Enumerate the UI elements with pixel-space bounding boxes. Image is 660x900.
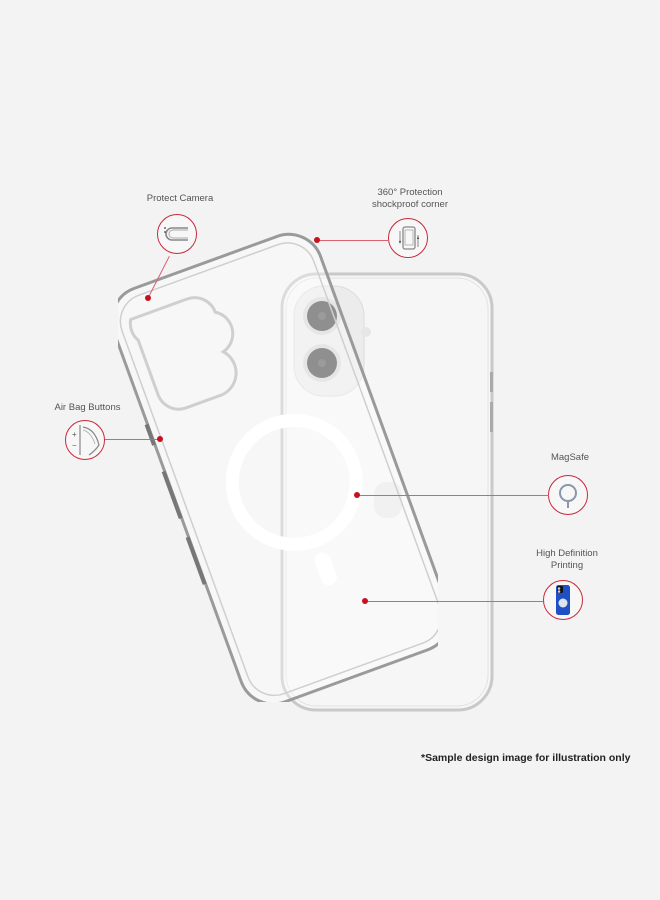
hd-printing-marker[interactable]	[362, 598, 368, 604]
clear-case	[118, 232, 438, 702]
hd-printing-callout-line	[365, 601, 543, 602]
plus-glyph: +	[72, 430, 77, 439]
corner-protection-label: 360° Protection shockproof corner	[360, 187, 460, 211]
hd-printing-label-line1: High Definition	[536, 548, 598, 559]
disclaimer-text: *Sample design image for illustration on…	[421, 752, 631, 764]
magsafe-label: MagSafe	[550, 452, 590, 463]
magsafe-ring-icon	[548, 475, 588, 515]
hd-printing-label-line2: Printing	[550, 560, 584, 571]
camera-cutout-icon	[157, 214, 197, 254]
corner-protection-callout-line	[317, 240, 389, 241]
protect-camera-label: Protect Camera	[146, 193, 214, 204]
printed-case-icon	[543, 580, 583, 620]
phone-back	[280, 272, 494, 712]
phone-rotate-icon	[388, 218, 428, 258]
magsafe-callout-line	[357, 495, 549, 496]
air-bag-buttons-label: Air Bag Buttons	[54, 402, 121, 413]
hd-printing-label: High Definition Printing	[522, 548, 612, 572]
protect-camera-marker[interactable]	[145, 295, 151, 301]
air-bag-buttons-callout-line	[105, 439, 160, 440]
side-buttons-icon: +−	[65, 420, 105, 460]
air-bag-buttons-marker[interactable]	[157, 436, 163, 442]
corner-protection-label-line2: shockproof corner	[371, 199, 449, 210]
corner-protection-label-line1: 360° Protection	[377, 187, 443, 198]
minus-glyph: −	[72, 441, 77, 450]
magsafe-marker[interactable]	[354, 492, 360, 498]
corner-protection-marker[interactable]	[314, 237, 320, 243]
